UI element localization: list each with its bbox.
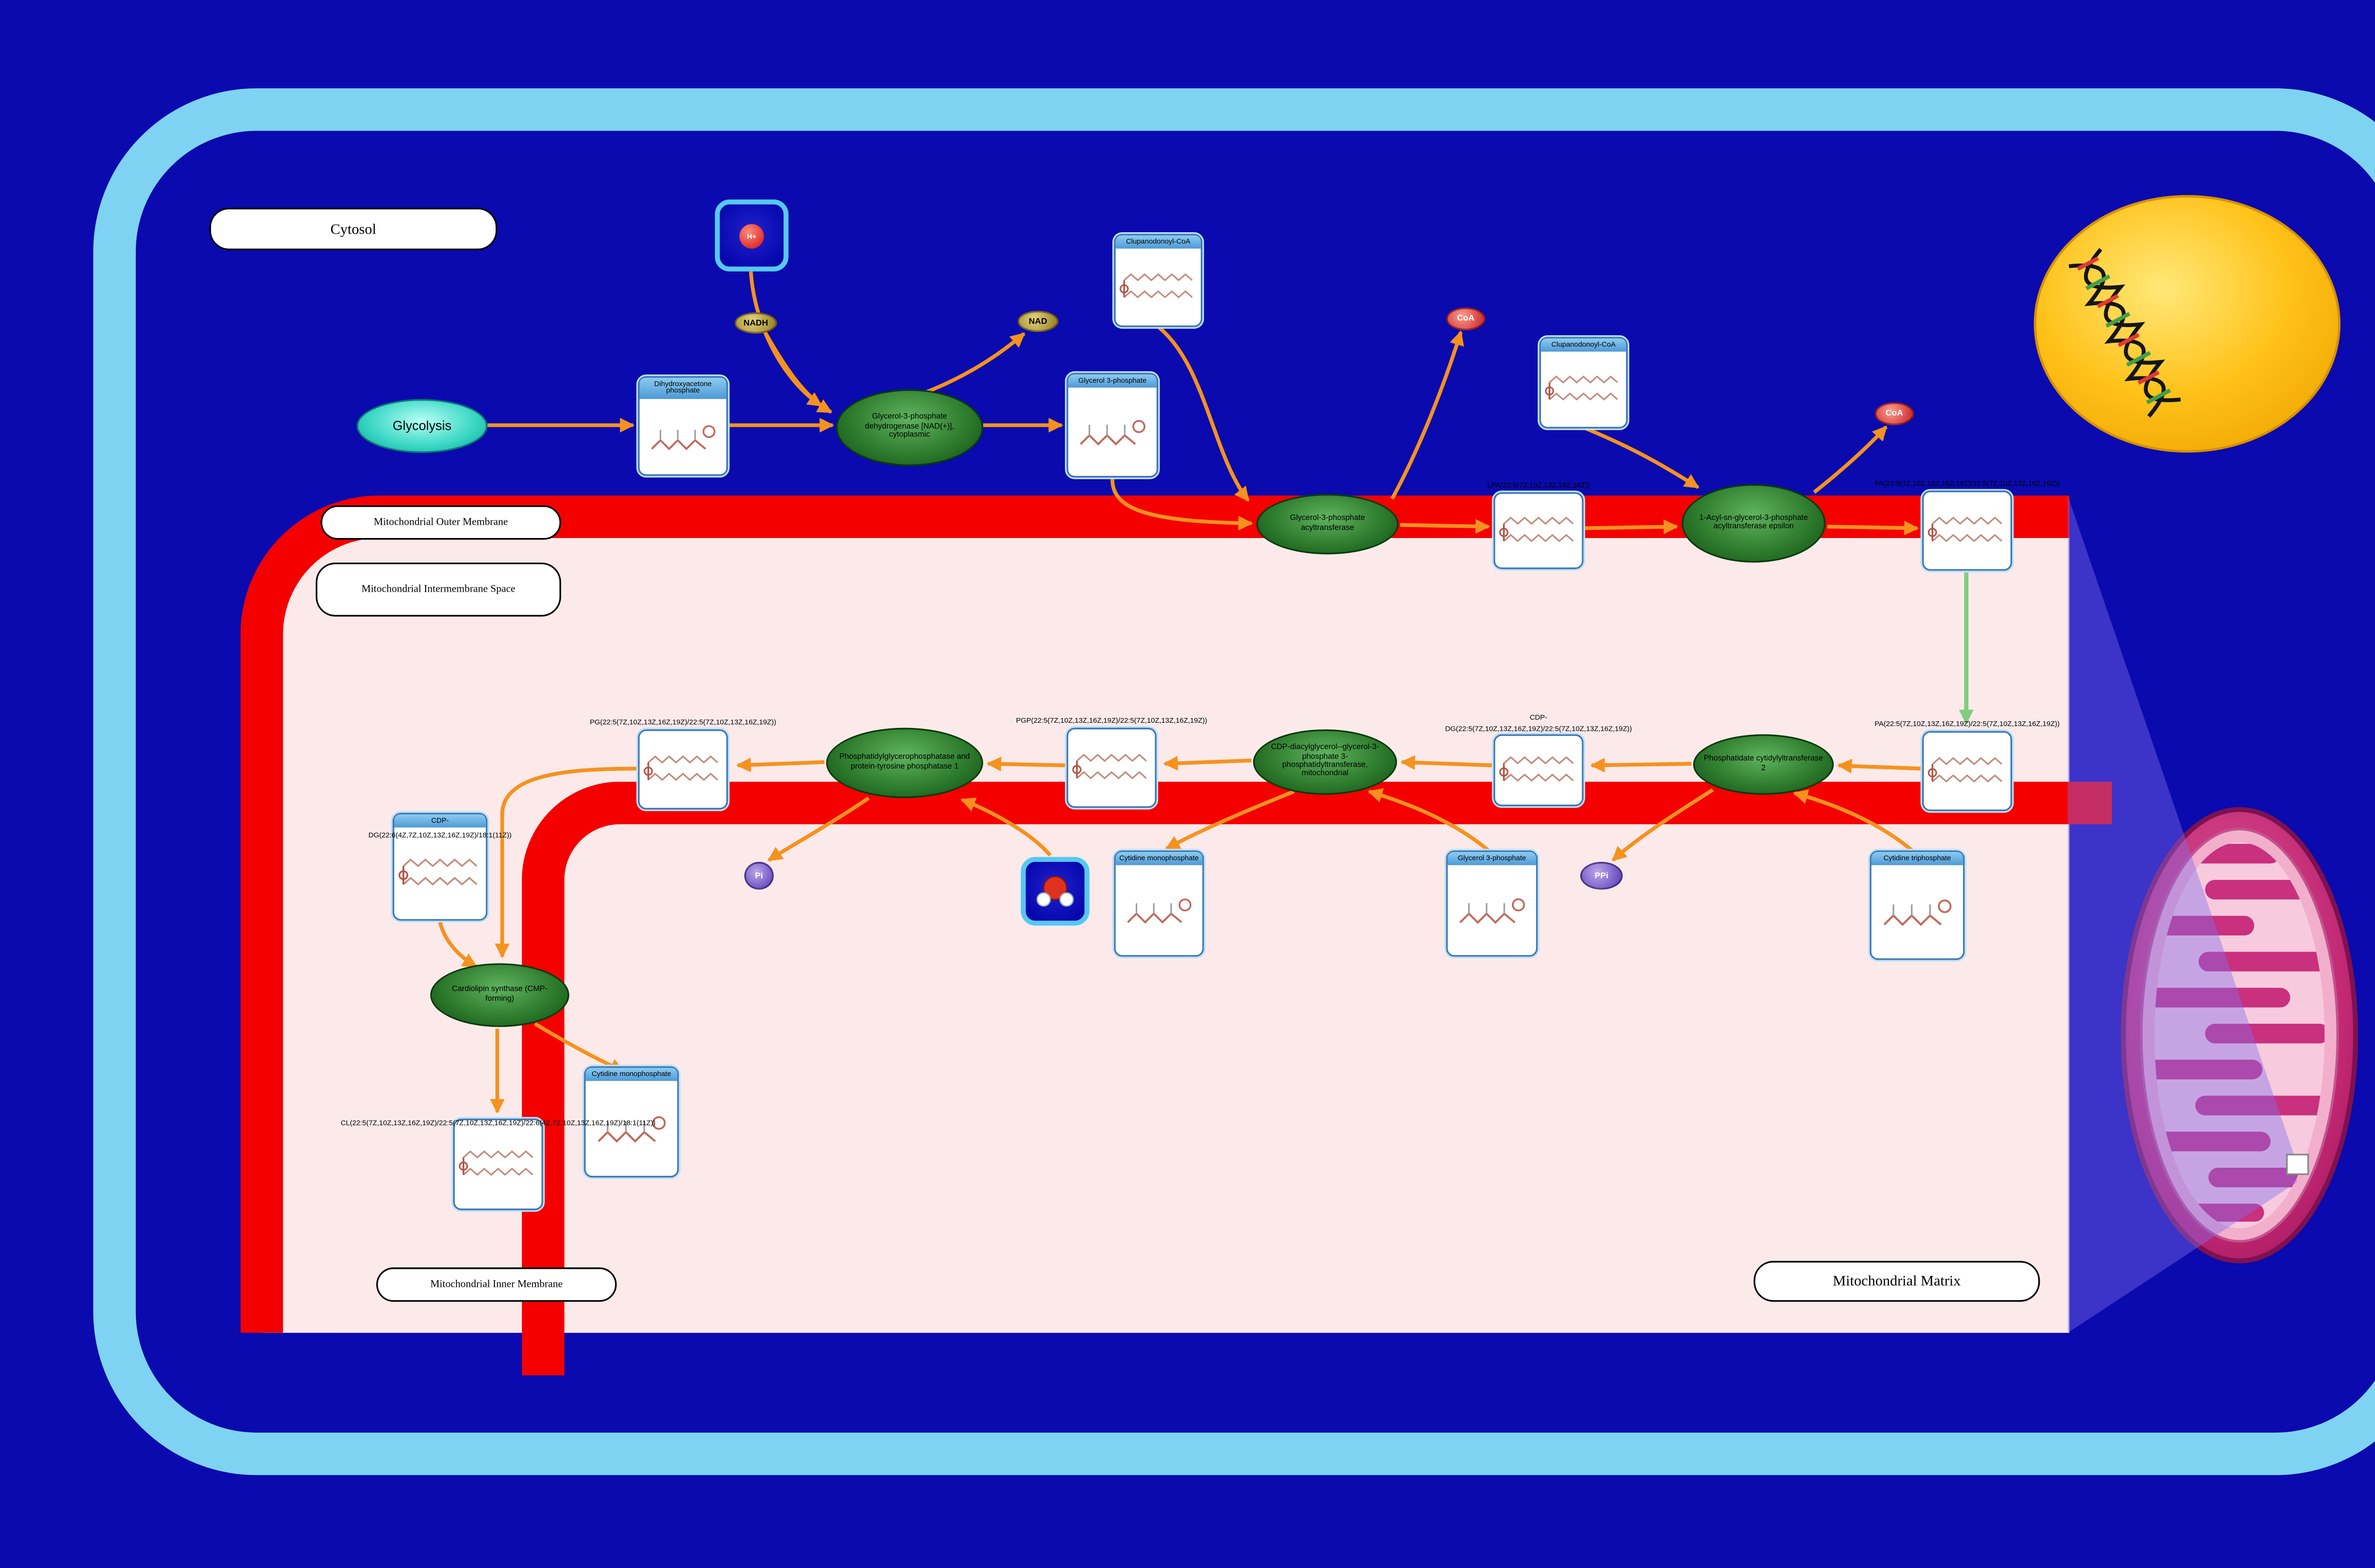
metabolite-label: Glycerol 3-phosphate [1068, 374, 1157, 387]
cofactor-nad[interactable]: NAD [1017, 311, 1059, 332]
enzyme-g3p-dehydrogenase[interactable]: Glycerol-3-phosphate dehydrogenase [NAD(… [836, 389, 983, 466]
metabolite-cdp-dg[interactable]: CDP- DG(22:5(7Z,10Z,13Z,16Z,19Z)/22:5(7Z… [1445, 713, 1632, 808]
enzyme-pgp-phosphatase[interactable]: Phosphatidylglycerophosphatase and prote… [826, 727, 983, 798]
metabolite-label: Clupanodonoyl-CoA [1541, 338, 1626, 352]
enzyme-agpat-epsilon[interactable]: 1-Acyl-sn-glycerol-3-phosphate acyltrans… [1682, 484, 1826, 563]
structure-icon [1928, 517, 2003, 542]
structure-icon [458, 1150, 534, 1176]
compartment-label-inner-membrane: Mitochondrial Inner Membrane [376, 1267, 617, 1302]
metabolite-label: Glycerol 3-phosphate [1447, 852, 1536, 865]
cofactor-coa-2[interactable]: CoA [1874, 402, 1914, 425]
metabolite-label: Cytidine monophosphate [585, 1067, 677, 1081]
structure-icon [586, 1081, 677, 1176]
metabolite-label: Cytidine monophosphate [1115, 852, 1203, 865]
metabolite-label: CDP- [394, 814, 486, 828]
metabolite-g3p-cytosol[interactable]: Glycerol 3-phosphate [1064, 371, 1160, 480]
h-plus-ball: H+ [739, 223, 764, 248]
compartment-label-intermembrane-space: Mitochondrial Intermembrane Space [315, 562, 561, 617]
cofactor-ppi[interactable]: PPi [1580, 861, 1623, 890]
structure-icon [1872, 865, 1963, 959]
structure-icon [1119, 273, 1193, 298]
metabolite-pa-outer[interactable]: PA(22:5(7Z,10Z,13Z,16Z,19Z)/22:5(7Z,10Z,… [1874, 479, 2060, 573]
metabolite-pgp[interactable]: PGP(22:5(7Z,10Z,13Z,16Z,19Z)/22:5(7Z,10Z… [1016, 716, 1207, 810]
metabolite-ctp[interactable]: Cytidine triphosphate [1868, 849, 1966, 962]
pathway-node-glycolysis[interactable]: Glycolysis [356, 399, 488, 453]
compartment-label-cytosol: Cytosol [209, 208, 497, 250]
metabolite-clupanodonoyl-coa-2[interactable]: Clupanodonoyl-CoA [1538, 335, 1630, 430]
structure-icon [1545, 375, 1619, 400]
enzyme-phosphatidate-cytidylyltransferase[interactable]: Phosphatidate cytidylyltransferase 2 [1693, 734, 1834, 795]
metabolite-label: Cytidine triphosphate [1871, 852, 1963, 865]
metabolite-label: Clupanodonoyl-CoA [1115, 235, 1201, 249]
structure-icon [1116, 865, 1203, 955]
metabolite-cl[interactable]: CL(22:5(7Z,10Z,13Z,16Z,19Z)/22:5(7Z,10Z,… [341, 1117, 656, 1212]
metabolite-label: Dihydroxyacetone phosphate [639, 378, 727, 399]
compartment-label-matrix: Mitochondrial Matrix [1753, 1261, 2040, 1302]
cell-membrane-border [93, 88, 2375, 1475]
structure-icon [643, 756, 719, 781]
enzyme-cardiolipin-synthase[interactable]: Cardiolipin synthase (CMP-forming) [430, 963, 570, 1027]
cofactor-coa-1[interactable]: CoA [1446, 307, 1486, 331]
hydrogen-ion-icon[interactable]: H+ [714, 199, 788, 272]
cofactor-pi[interactable]: Pi [744, 861, 774, 890]
metabolite-clupanodonoyl-coa-1[interactable]: Clupanodonoyl-CoA [1112, 232, 1204, 329]
metabolite-pg[interactable]: PG(22:5(7Z,10Z,13Z,16Z,19Z)/22:5(7Z,10Z,… [590, 718, 776, 812]
structure-icon [398, 859, 478, 885]
metabolite-pa-inner[interactable]: PA(22:5(7Z,10Z,13Z,16Z,19Z)/22:5(7Z,10Z,… [1874, 719, 2060, 813]
structure-icon [1928, 757, 2003, 783]
structure-icon [1072, 754, 1147, 779]
structure-icon [1499, 517, 1574, 542]
h2o-molecule-icon [1036, 876, 1074, 907]
structure-icon [1448, 865, 1536, 955]
metabolite-lpa[interactable]: LPA(22:5(7Z,10Z,13Z,16Z,19Z)) [1487, 481, 1590, 571]
structure-icon [640, 399, 727, 474]
metabolite-cmp-bottom[interactable]: Cytidine monophosphate [582, 1064, 681, 1180]
metabolite-cdp-dg2[interactable]: CDP- DG(22:6(4Z,7Z,10Z,13Z,16Z,19Z)/18:1… [369, 811, 512, 923]
enzyme-cdp-dag-g3p-phosphatidyltransferase[interactable]: CDP-diacylglycerol--glycerol-3-phosphate… [1253, 729, 1397, 795]
metabolite-dhap[interactable]: Dihydroxyacetone phosphate [636, 374, 730, 478]
structure-icon [1068, 387, 1157, 476]
enzyme-g3p-acyltransferase[interactable]: Glycerol-3-phosphate acyltransferase [1256, 494, 1399, 555]
structure-icon [1499, 756, 1574, 782]
water-icon[interactable] [1020, 857, 1090, 926]
cofactor-nadh[interactable]: NADH [734, 312, 777, 334]
metabolite-cmp-middle[interactable]: Cytidine monophosphate [1112, 849, 1206, 959]
metabolite-g3p-matrix[interactable]: Glycerol 3-phosphate [1444, 849, 1539, 959]
compartment-label-outer-membrane: Mitochondrial Outer Membrane [321, 505, 561, 540]
